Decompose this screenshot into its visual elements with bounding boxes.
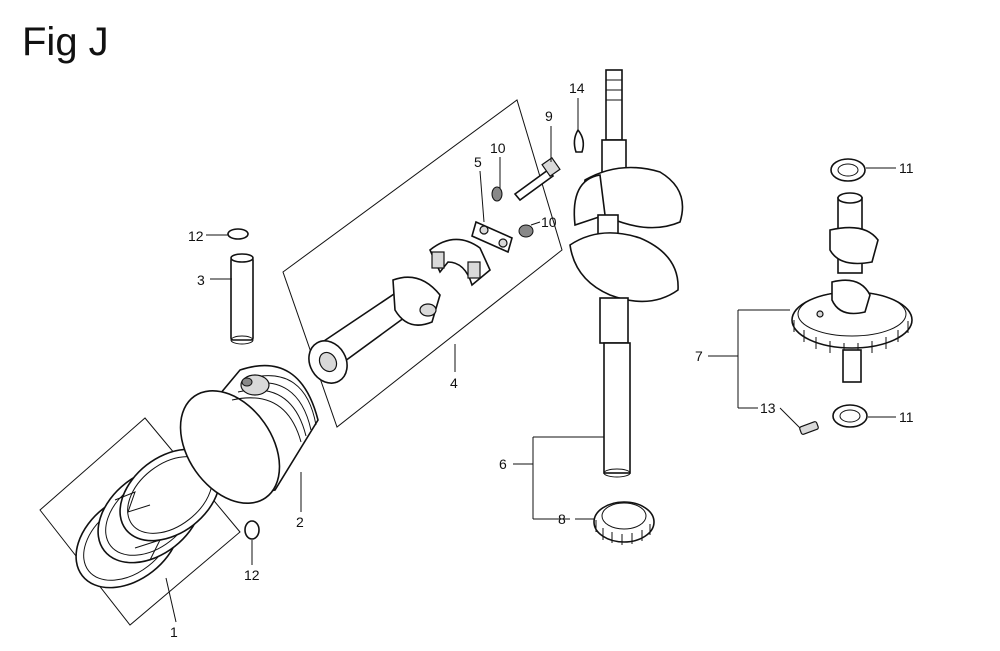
figure-title: Fig J: [22, 20, 109, 64]
callout-10-upper: 10: [490, 140, 506, 156]
woodruff-key: [573, 128, 585, 153]
piston-rings: [39, 417, 241, 626]
pin-clip-lower: [244, 520, 260, 540]
callouts: 1 2 3 4 5 6 7 8 9 10 10 11 11 12 12 13 1…: [170, 80, 914, 640]
callout-7: 7: [695, 348, 703, 364]
crankshaft-gear: [593, 501, 655, 545]
camshaft-washer-lower: [832, 404, 868, 428]
callout-2: 2: [296, 514, 304, 530]
callout-11-lower: 11: [899, 409, 914, 425]
callout-4: 4: [450, 375, 458, 391]
callout-9: 9: [545, 108, 553, 124]
camshaft-assembly: [791, 192, 913, 435]
pin-clip-upper: [227, 228, 249, 240]
callout-6: 6: [499, 456, 507, 472]
callout-10-lower: 10: [541, 214, 557, 230]
callout-1: 1: [170, 624, 178, 640]
callout-13: 13: [760, 400, 776, 416]
camshaft-washer-upper: [830, 158, 866, 182]
callout-8: 8: [558, 511, 566, 527]
leader-lines: [165, 98, 896, 623]
connecting-rod-assembly: [282, 99, 563, 428]
piston: [179, 364, 319, 505]
callout-3: 3: [197, 272, 205, 288]
piston-pin: [230, 253, 254, 345]
callout-12-upper: 12: [188, 228, 204, 244]
callout-5: 5: [474, 154, 482, 170]
crankshaft: [569, 69, 684, 478]
callout-11-upper: 11: [899, 160, 914, 176]
callout-14: 14: [569, 80, 585, 96]
callout-12-lower: 12: [244, 567, 260, 583]
